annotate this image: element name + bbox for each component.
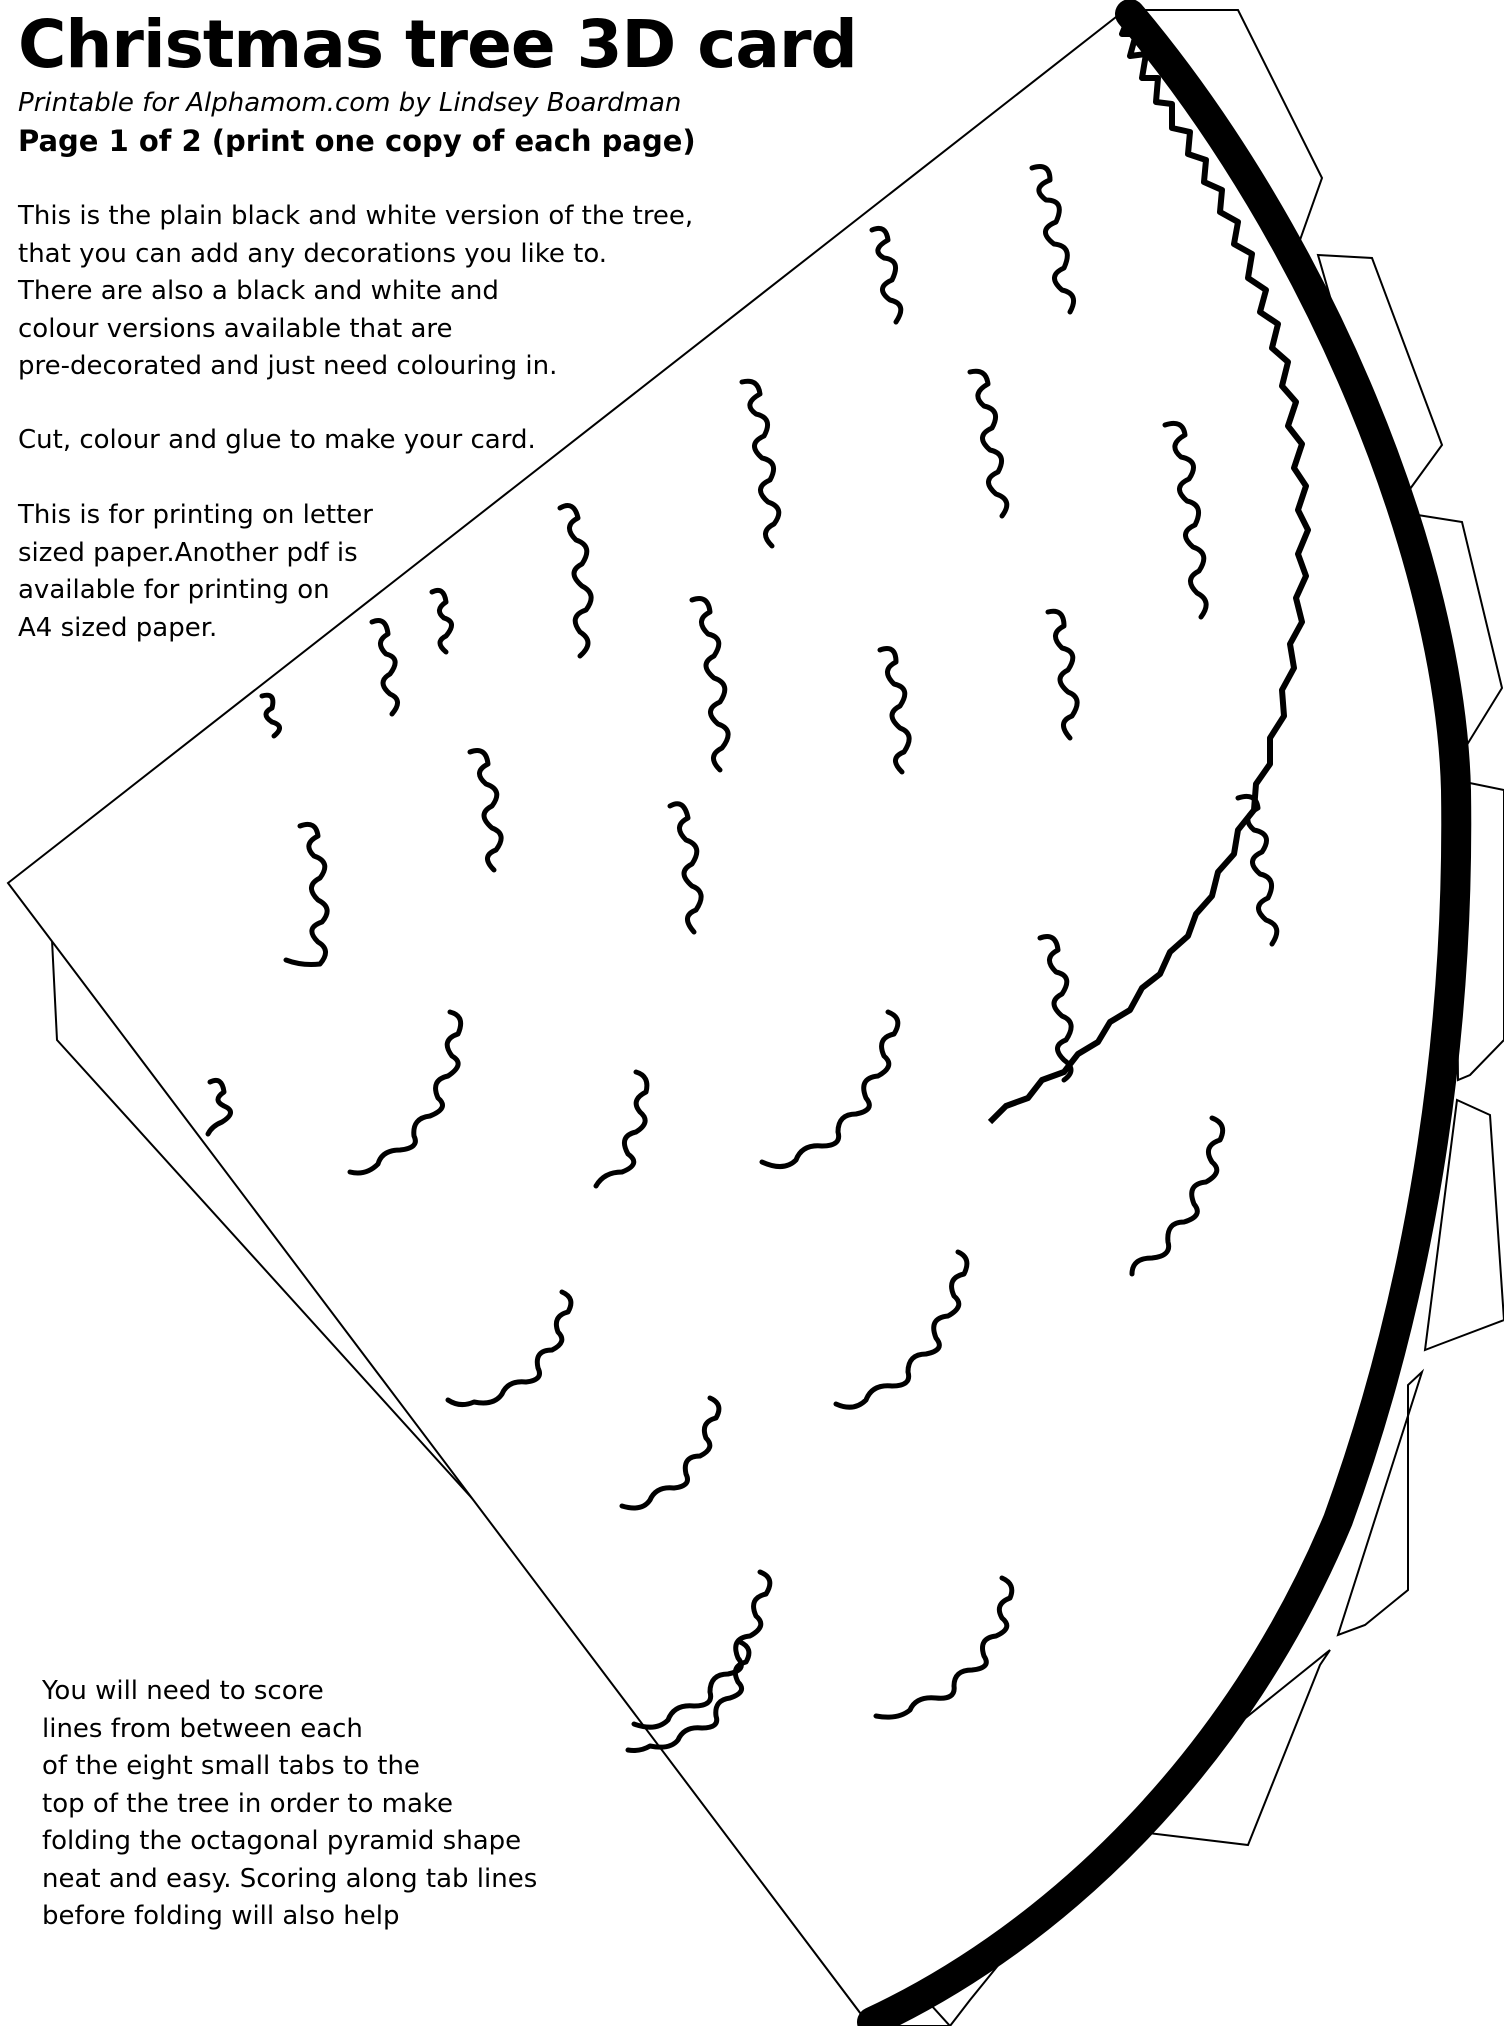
intro-line: colour versions available that are <box>18 313 453 344</box>
foliage-squiggle <box>593 1069 650 1189</box>
foliage-squiggle <box>873 1575 1015 1720</box>
foliage-squiggle <box>739 378 782 549</box>
foliage-squiggle <box>667 801 704 935</box>
foliage-squiggle <box>619 1395 722 1511</box>
foliage-squiggle <box>759 1009 901 1169</box>
intro-paragraph: This is the plain black and white versio… <box>18 198 693 386</box>
paper-line: This is for printing on letter <box>18 500 373 530</box>
intro-line: that you can add any decorations you lik… <box>18 238 608 269</box>
cut-line: Cut, colour and glue to make your card. <box>18 425 536 455</box>
foliage-squiggle <box>347 1009 464 1176</box>
foliage-squiggle <box>1037 934 1074 1083</box>
foliage-squiggle <box>283 821 330 967</box>
foliage-squiggle <box>1045 608 1080 741</box>
scoring-line: folding the octagonal pyramid shape <box>42 1826 522 1856</box>
scoring-line: before folding will also help <box>42 1901 400 1931</box>
foliage-squiggle <box>445 1289 574 1408</box>
foliage-squiggle <box>429 587 454 655</box>
foliage-squiggle <box>967 368 1010 519</box>
foliage-squiggle <box>259 692 282 739</box>
scoring-line: neat and easy. Scoring along tab lines <box>42 1863 538 1894</box>
foliage-squiggle <box>1235 793 1280 947</box>
scoring-note: You will need to score lines from betwee… <box>42 1673 537 1936</box>
paper-line: available for printing on <box>18 575 330 605</box>
intro-line: pre-decorated and just need colouring in… <box>18 351 558 381</box>
author-credit: Printable for Alphamom.com by Lindsey Bo… <box>18 88 682 118</box>
foliage-squiggle <box>869 225 904 325</box>
foliage-squiggle <box>1162 420 1209 620</box>
foliage-squiggle <box>877 646 912 775</box>
glue-tab <box>1423 1098 1504 1352</box>
scoring-line: You will need to score <box>42 1676 324 1706</box>
tree-outer-border <box>857 0 1472 2026</box>
scoring-line: lines from between each <box>42 1713 363 1744</box>
foliage-squiggle <box>1029 164 1077 315</box>
intro-line: There are also a black and white and <box>18 276 499 306</box>
paper-line: sized paper.Another pdf is <box>18 537 358 568</box>
foliage-squiggle <box>625 1639 752 1753</box>
foliage-squiggle <box>833 1249 970 1410</box>
foliage-squiggle <box>369 618 400 717</box>
page-info: Page 1 of 2 (print one copy of each page… <box>18 124 696 158</box>
paper-size-note: This is for printing on letter sized pap… <box>18 497 373 647</box>
scoring-line: of the eight small tabs to the <box>42 1751 420 1781</box>
instructions-cut: Cut, colour and glue to make your card. <box>18 422 536 460</box>
tree-outer-border-spikes <box>987 12 1311 1125</box>
foliage-squiggle <box>205 1077 233 1137</box>
intro-line: This is the plain black and white versio… <box>18 201 694 231</box>
foliage-squiggle <box>689 596 731 773</box>
foliage-squiggle <box>557 503 594 659</box>
foliage-squiggle <box>631 1569 773 1730</box>
glue-tab <box>1336 1368 1425 1637</box>
foliage-squiggle <box>1129 1115 1226 1277</box>
foliage-squiggles <box>205 164 1280 1753</box>
page-title: Christmas tree 3D card <box>18 6 858 83</box>
paper-line: A4 sized paper. <box>18 612 218 643</box>
scoring-line: top of the tree in order to make <box>42 1788 454 1819</box>
foliage-squiggle <box>467 748 504 873</box>
